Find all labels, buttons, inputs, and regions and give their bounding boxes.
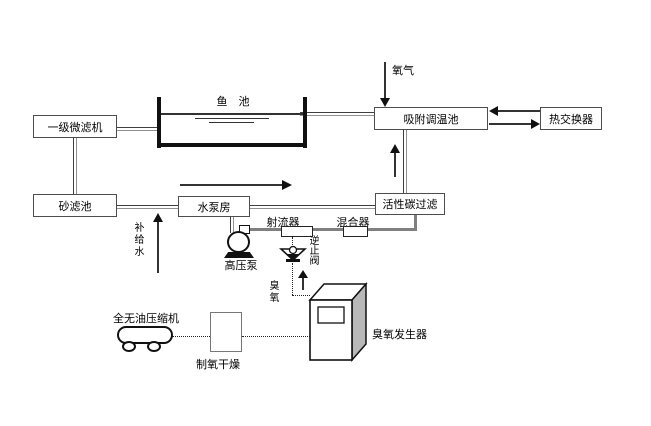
heat-exchanger-label: 热交换器: [549, 112, 593, 126]
adsorption-pool-label: 吸附调温池: [403, 112, 459, 126]
pond-ripple-1: [195, 118, 269, 119]
air-line-compressor-to-dryer: [172, 336, 210, 337]
compressor-wheel-right: [147, 341, 161, 352]
pipe-sandfilter-to-pumphouse: [117, 205, 178, 209]
pipe-pumphouse-to-carbonfilter: [250, 205, 375, 209]
carbon-filter-box: 活性碳过滤: [375, 193, 445, 215]
heat-exchanger-box: 热交换器: [540, 107, 602, 130]
sand-filter-box: 砂滤池: [33, 194, 117, 217]
jet-device: [281, 226, 313, 237]
carbon-filter-label: 活性碳过滤: [382, 198, 438, 211]
micro-filter-label: 一级微滤机: [47, 120, 103, 134]
oxygen-arrow-head-down-icon: [380, 98, 390, 107]
ozone-flow-arrow-head-up-icon: [298, 270, 308, 278]
oxygen-line-dryer-to-generator: [242, 336, 310, 337]
ozone-label: 臭氧: [267, 280, 278, 304]
ozone-line-valve-to-elbow: [292, 263, 293, 295]
exchanger-supply-head-right-icon: [531, 119, 540, 129]
pond-wall-right: [303, 97, 307, 148]
oxygen-dryer-box: [210, 312, 242, 352]
pond-water-line: [161, 113, 303, 115]
ozone-line-jet-to-valve: [292, 237, 293, 247]
makeup-water-label: 补给水: [132, 222, 143, 258]
oxygen-arrow-shaft: [384, 62, 386, 99]
pipe-microfilter-to-pond: [117, 127, 159, 131]
compressor-label: 全无油压缩机: [113, 312, 179, 325]
pond-ripple-2: [209, 122, 254, 123]
pond-bottom: [157, 143, 307, 147]
ozone-generator-icon: [308, 282, 368, 362]
exchanger-return-shaft: [497, 110, 540, 112]
micro-filter-box: 一级微滤机: [33, 115, 117, 138]
mixer-device: [343, 226, 368, 237]
high-pressure-pump-label: 高压泵: [224, 259, 258, 272]
pipe-riser-to-carbonfilter: [414, 215, 417, 231]
pond-label: 鱼 池: [216, 95, 250, 108]
pipe-pumphouse-to-pump: [230, 217, 234, 233]
ozone-generator-label: 臭氧发生器: [372, 328, 427, 341]
pump-base: [224, 252, 254, 258]
compressor-wheel-left: [122, 341, 136, 352]
oxygen-label: 氧气: [392, 64, 414, 77]
pipe-pond-to-adsorption: [300, 112, 375, 116]
carbon-to-adsorption-arrow-shaft: [394, 152, 396, 177]
makeup-water-arrow-shaft: [157, 221, 159, 273]
pipe-carbonfilter-to-adsorption: [403, 130, 407, 193]
sand-filter-label: 砂滤池: [58, 199, 92, 213]
ozone-line-elbow-to-generator: [292, 295, 310, 296]
flow-arrow-shaft: [180, 184, 283, 186]
adsorption-pool-box: 吸附调温池: [374, 107, 488, 130]
carbon-to-adsorption-arrow-head-up-icon: [390, 144, 400, 153]
pipe-microfilter-to-sandfilter: [73, 137, 77, 194]
compressor-tank: [117, 326, 173, 344]
flow-arrow-head-right-icon: [282, 180, 292, 190]
ozone-flow-arrow-shaft: [302, 277, 304, 290]
exchanger-return-head-left-icon: [489, 106, 498, 116]
makeup-water-arrow-head-up-icon: [153, 213, 163, 222]
check-valve-icon: [279, 245, 307, 262]
pond-wall-left: [157, 97, 161, 148]
check-valve-label: 逆止阀: [307, 235, 318, 265]
mixer-label: 混合器: [336, 216, 370, 229]
pump-body: [227, 231, 250, 253]
pump-house-box: 水泵房: [178, 196, 250, 217]
pump-house-label: 水泵房: [197, 200, 231, 214]
oxygen-dryer-label: 制氧干燥: [196, 358, 240, 371]
exchanger-supply-shaft: [489, 123, 532, 125]
pipe-pump-to-carbonfilter: [247, 228, 417, 231]
jet-device-label: 射流器: [266, 216, 300, 229]
